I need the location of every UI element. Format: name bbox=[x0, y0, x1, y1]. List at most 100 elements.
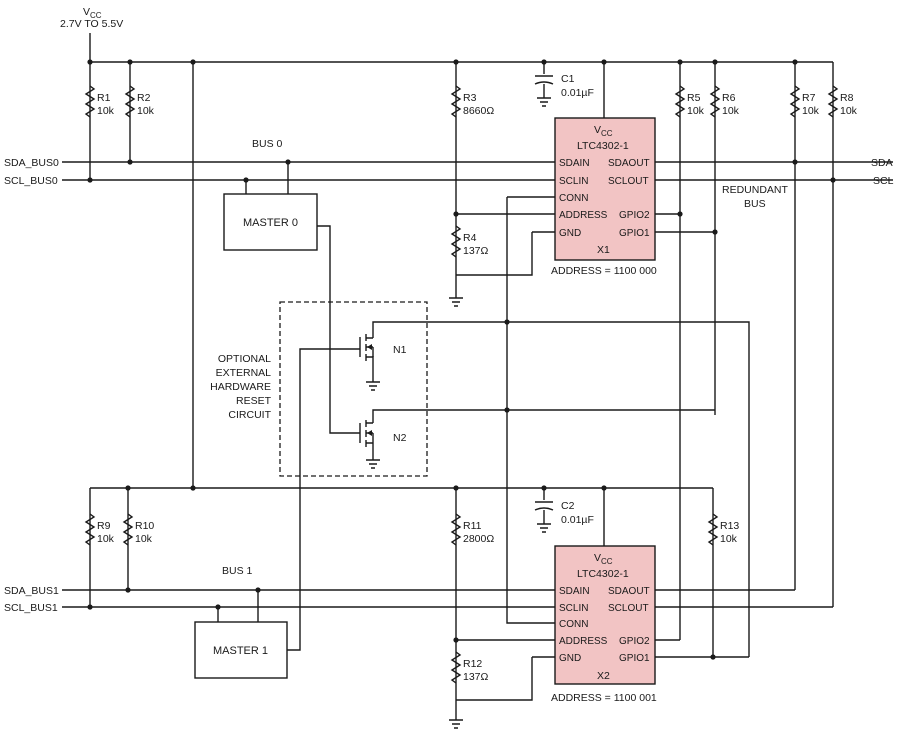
r5-value: 10k bbox=[687, 105, 705, 117]
r12-value: 137Ω bbox=[463, 671, 489, 683]
reset-caption-line-2: EXTERNAL bbox=[216, 367, 272, 379]
x2-pin-sclin: SCLIN bbox=[559, 603, 588, 614]
x1-pin-gpio2: GPIO2 bbox=[619, 210, 650, 221]
resistor-symbols bbox=[84, 85, 839, 684]
wires bbox=[62, 33, 893, 729]
junction-dots bbox=[87, 59, 836, 660]
r7-name: R7 bbox=[802, 92, 816, 104]
vcc-label: VCC bbox=[83, 6, 102, 20]
x1-pin-sclin: SCLIN bbox=[559, 176, 588, 187]
r8-value: 10k bbox=[840, 105, 858, 117]
x1-pin-sdain: SDAIN bbox=[559, 158, 590, 169]
ic-x2-body bbox=[554, 545, 656, 685]
c2-value: 0.01µF bbox=[561, 514, 594, 526]
ic-x1-body bbox=[554, 117, 656, 261]
x2-pin-conn: CONN bbox=[559, 619, 588, 630]
bus0-label: BUS 0 bbox=[252, 138, 283, 150]
master-0-label: MASTER 0 bbox=[243, 217, 298, 229]
resistor-r7 bbox=[789, 85, 801, 118]
net-sda-bus1: SDA_BUS1 bbox=[4, 585, 59, 597]
net-scl: SCL bbox=[873, 175, 894, 187]
x1-pin-gnd: GND bbox=[559, 228, 581, 239]
r11-value: 2800Ω bbox=[463, 533, 494, 545]
x1-pin-gpio1: GPIO1 bbox=[619, 228, 650, 239]
bus1-label: BUS 1 bbox=[222, 565, 253, 577]
r2-name: R2 bbox=[137, 92, 151, 104]
resistor-r4 bbox=[450, 225, 462, 258]
x1-vcc-label: VCC bbox=[594, 124, 613, 138]
resistor-r11 bbox=[450, 513, 462, 546]
x2-pin-address: ADDRESS bbox=[559, 636, 608, 647]
r1-value: 10k bbox=[97, 105, 115, 117]
reset-circuit-caption: OPTIONAL EXTERNAL HARDWARE RESET CIRCUIT bbox=[210, 353, 271, 421]
r13-value: 10k bbox=[720, 533, 738, 545]
resistor-r10 bbox=[122, 513, 134, 546]
capacitor-c1 bbox=[534, 75, 554, 85]
resistor-r1 bbox=[84, 85, 96, 118]
x1-pin-address: ADDRESS bbox=[559, 210, 608, 221]
redundant-bus-label: BUS bbox=[744, 198, 766, 210]
c2-name: C2 bbox=[561, 500, 575, 512]
x2-pin-gnd: GND bbox=[559, 653, 581, 664]
r6-name: R6 bbox=[722, 92, 736, 104]
r10-value: 10k bbox=[135, 533, 153, 545]
x1-pin-sclout: SCLOUT bbox=[608, 176, 649, 187]
r12-name: R12 bbox=[463, 658, 482, 670]
r8-name: R8 bbox=[840, 92, 854, 104]
r3-value: 8660Ω bbox=[463, 105, 494, 117]
resistor-r8 bbox=[827, 85, 839, 118]
reset-caption-line-4: RESET bbox=[236, 395, 272, 407]
reset-circuit-box bbox=[279, 301, 428, 477]
x1-pin-conn: CONN bbox=[559, 193, 588, 204]
n2-label: N2 bbox=[393, 432, 407, 444]
r13-name: R13 bbox=[720, 520, 739, 532]
reset-caption-line-5: CIRCUIT bbox=[228, 409, 271, 421]
master-1-box bbox=[194, 621, 288, 679]
mosfet-n1 bbox=[359, 334, 374, 361]
resistor-r2 bbox=[124, 85, 136, 118]
x2-pin-gpio2: GPIO2 bbox=[619, 636, 650, 647]
r10-name: R10 bbox=[135, 520, 154, 532]
r1-name: R1 bbox=[97, 92, 111, 104]
net-scl-bus0: SCL_BUS0 bbox=[4, 175, 58, 187]
x2-ref: X2 bbox=[597, 670, 610, 682]
r11-name: R11 bbox=[463, 520, 482, 532]
resistor-r13 bbox=[707, 513, 719, 546]
x2-pin-sclout: SCLOUT bbox=[608, 603, 649, 614]
mosfet-n2 bbox=[359, 420, 374, 447]
x1-pin-sdaout: SDAOUT bbox=[608, 158, 650, 169]
r9-name: R9 bbox=[97, 520, 111, 532]
reset-caption-line-1: OPTIONAL bbox=[218, 353, 271, 365]
r9-value: 10k bbox=[97, 533, 115, 545]
redundant-label: REDUNDANT bbox=[722, 184, 789, 196]
r3-name: R3 bbox=[463, 92, 477, 104]
master-1-label: MASTER 1 bbox=[213, 645, 268, 657]
x1-address: ADDRESS = 1100 000 bbox=[551, 265, 657, 277]
r5-name: R5 bbox=[687, 92, 701, 104]
x2-pin-gpio1: GPIO1 bbox=[619, 653, 650, 664]
capacitor-c2 bbox=[534, 501, 554, 511]
resistor-r5 bbox=[674, 85, 686, 118]
r4-value: 137Ω bbox=[463, 245, 489, 257]
x2-pin-sdain: SDAIN bbox=[559, 586, 590, 597]
x2-part-number: LTC4302-1 bbox=[577, 568, 629, 580]
reset-caption-line-3: HARDWARE bbox=[210, 381, 271, 393]
x2-pin-sdaout: SDAOUT bbox=[608, 586, 650, 597]
c1-value: 0.01µF bbox=[561, 87, 594, 99]
x1-part-number: LTC4302-1 bbox=[577, 140, 629, 152]
r7-value: 10k bbox=[802, 105, 820, 117]
r4-name: R4 bbox=[463, 232, 477, 244]
net-scl-bus1: SCL_BUS1 bbox=[4, 602, 58, 614]
net-sda: SDA bbox=[871, 157, 893, 169]
net-sda-bus0: SDA_BUS0 bbox=[4, 157, 59, 169]
vcc-range-label: 2.7V TO 5.5V bbox=[60, 18, 123, 30]
resistor-r12 bbox=[450, 651, 462, 684]
r6-value: 10k bbox=[722, 105, 740, 117]
resistor-r6 bbox=[709, 85, 721, 118]
c1-name: C1 bbox=[561, 73, 575, 85]
n1-label: N1 bbox=[393, 344, 407, 356]
r2-value: 10k bbox=[137, 105, 155, 117]
resistor-r3 bbox=[450, 85, 462, 118]
